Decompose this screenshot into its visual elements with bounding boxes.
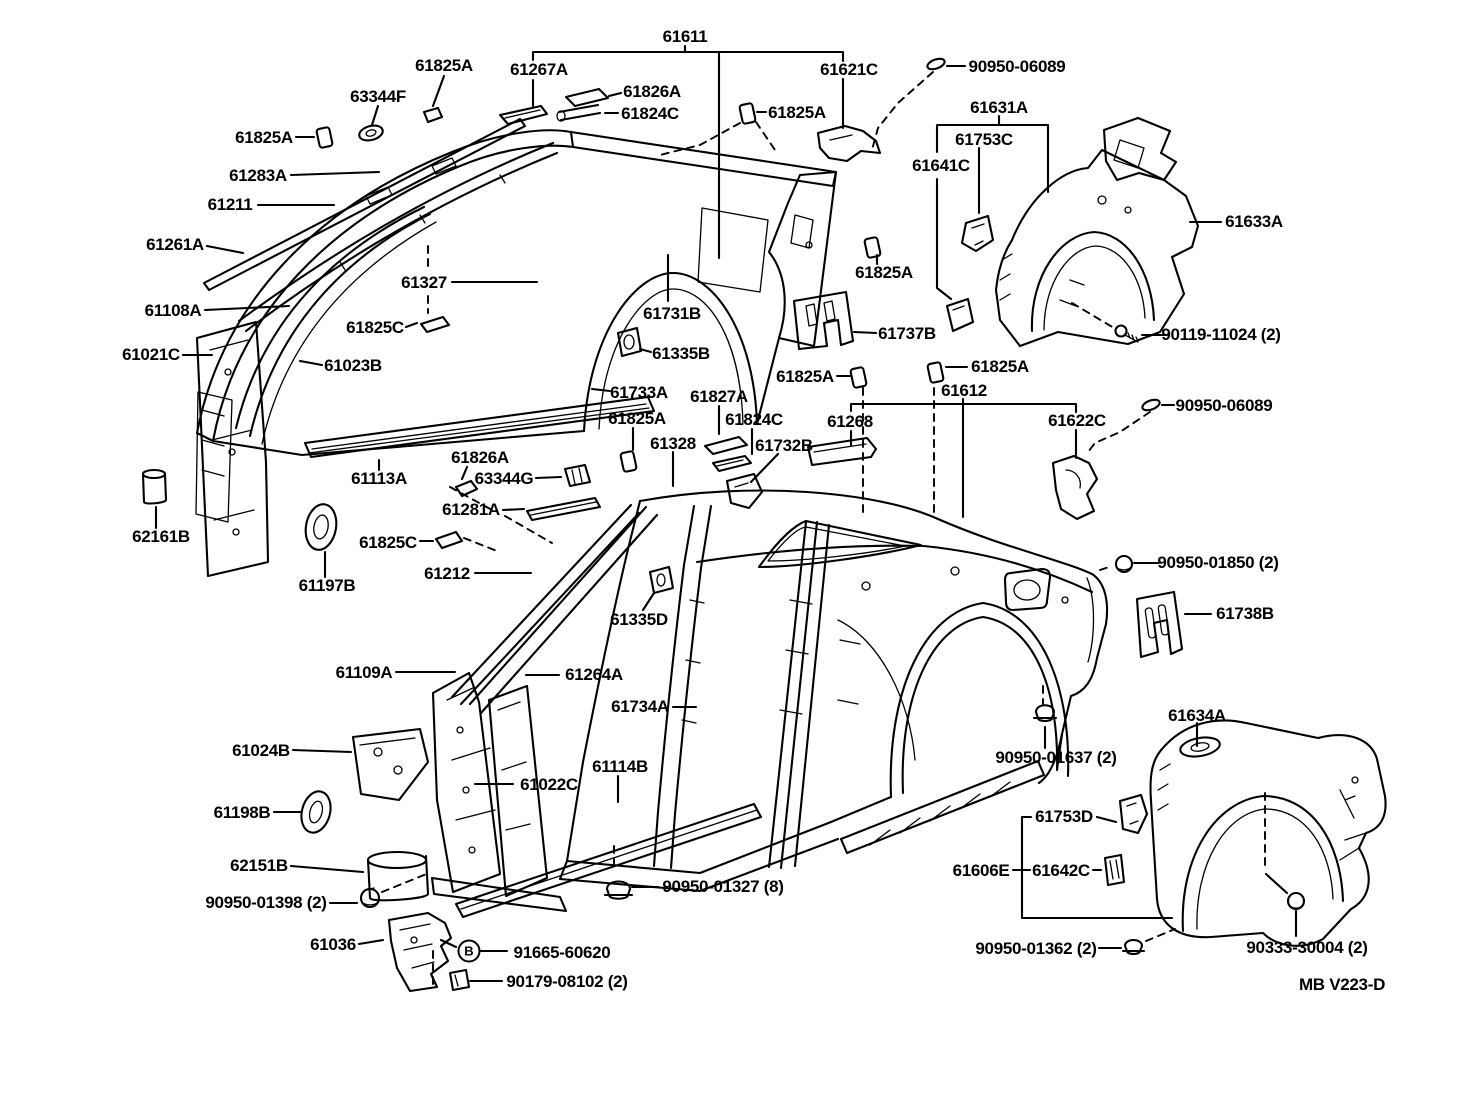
part-label-91665-60620: 91665-60620: [513, 943, 611, 963]
circled-marker-b: B: [457, 939, 481, 963]
part-label-62161b: 62161B: [132, 527, 190, 547]
part-label-61825a: 61825A: [415, 56, 473, 76]
part-label-61036: 61036: [310, 935, 356, 955]
part-label-61621c: 61621C: [820, 60, 878, 80]
part-label-90333-30004-2: 90333-30004 (2): [1246, 938, 1368, 958]
part-label-61825c: 61825C: [346, 318, 404, 338]
part-label-61753d: 61753D: [1035, 807, 1093, 827]
part-label-61611: 61611: [662, 27, 708, 47]
roof-side-inner-assembly-drawing: [195, 117, 838, 578]
dashed-reference-lines: [381, 71, 1266, 991]
part-label-61327: 61327: [401, 273, 447, 293]
part-label-61825a: 61825A: [776, 367, 834, 387]
part-label-61732b: 61732B: [755, 436, 813, 456]
part-label-61737b: 61737B: [878, 324, 936, 344]
small-parts-center-drawing: [419, 236, 1184, 723]
part-label-63344f: 63344F: [350, 87, 406, 107]
part-label-61114b: 61114B: [592, 757, 648, 777]
part-label-61622c: 61622C: [1048, 411, 1106, 431]
part-label-61267a: 61267A: [510, 60, 568, 80]
part-label-90950-01637-2: 90950-01637 (2): [995, 748, 1117, 768]
part-label-61612: 61612: [941, 381, 987, 401]
part-label-61641c: 61641C: [912, 156, 970, 176]
part-label-90950-01327-8: 90950-01327 (8): [662, 877, 784, 897]
part-label-61827a: 61827A: [690, 387, 748, 407]
part-label-61825a: 61825A: [768, 103, 826, 123]
body-side-panel-drawing: [558, 489, 1109, 893]
wheel-housing-inner-drawing: [945, 116, 1200, 348]
part-label-61023b: 61023B: [324, 356, 382, 376]
part-label-61826a: 61826A: [451, 448, 509, 468]
part-label-61261a: 61261A: [146, 235, 204, 255]
part-label-61634a: 61634A: [1168, 706, 1226, 726]
part-label-61734a: 61734A: [611, 697, 669, 717]
part-label-61022c: 61022C: [520, 775, 578, 795]
part-label-61109a: 61109A: [335, 663, 393, 683]
part-label-90179-08102-2: 90179-08102 (2): [506, 972, 628, 992]
part-label-61825a: 61825A: [971, 357, 1029, 377]
part-label-61753c: 61753C: [955, 130, 1013, 150]
part-label-62151b: 62151B: [230, 856, 288, 876]
small-parts-top-drawing: [315, 57, 946, 163]
part-label-61738b: 61738B: [1216, 604, 1274, 624]
part-label-61264a: 61264A: [565, 665, 623, 685]
part-label-61824c: 61824C: [621, 104, 679, 124]
part-label-61268: 61268: [827, 412, 873, 432]
part-label-61733a: 61733A: [610, 383, 668, 403]
part-label-61283a: 61283A: [229, 166, 287, 186]
part-label-63344g: 63344G: [474, 469, 534, 489]
part-label-61212: 61212: [424, 564, 470, 584]
part-label-61198b: 61198B: [213, 803, 271, 823]
part-label-90950-01362-2: 90950-01362 (2): [975, 939, 1097, 959]
part-label-61826a: 61826A: [623, 82, 681, 102]
part-label-61328: 61328: [650, 434, 696, 454]
part-label-61825c: 61825C: [359, 533, 417, 553]
part-label-61825a: 61825A: [235, 128, 293, 148]
part-label-61108a: 61108A: [144, 301, 202, 321]
part-label-61335d: 61335D: [610, 610, 668, 630]
part-label-61824c: 61824C: [725, 410, 783, 430]
part-label-61113a: 61113A: [351, 469, 407, 489]
part-label-61631a: 61631A: [970, 98, 1028, 118]
part-label-61606e: 61606E: [952, 861, 1010, 881]
part-label-61825a: 61825A: [855, 263, 913, 283]
front-pillar-lower-drawing: [141, 468, 763, 993]
part-label-61197b: 61197B: [298, 576, 356, 596]
part-label-61633a: 61633A: [1225, 212, 1283, 232]
leader-lines: [154, 44, 1298, 983]
part-label-61825a: 61825A: [608, 409, 666, 429]
part-label-90950-01398-2: 90950-01398 (2): [205, 893, 327, 913]
part-label-61211: 61211: [207, 195, 253, 215]
part-label-90119-11024-2: 90119-11024 (2): [1161, 325, 1281, 345]
part-label-61281a: 61281A: [442, 500, 500, 520]
part-label-61021c: 61021C: [122, 345, 180, 365]
drawing-code: MB V223-D: [1298, 975, 1386, 995]
part-label-61335b: 61335B: [652, 344, 710, 364]
part-label-61024b: 61024B: [232, 741, 290, 761]
part-label-90950-01850-2: 90950-01850 (2): [1157, 553, 1279, 573]
part-label-90950-06089: 90950-06089: [1175, 396, 1273, 416]
part-label-90950-06089: 90950-06089: [968, 57, 1066, 77]
part-label-61731b: 61731B: [643, 304, 701, 324]
part-label-61642c: 61642C: [1032, 861, 1090, 881]
